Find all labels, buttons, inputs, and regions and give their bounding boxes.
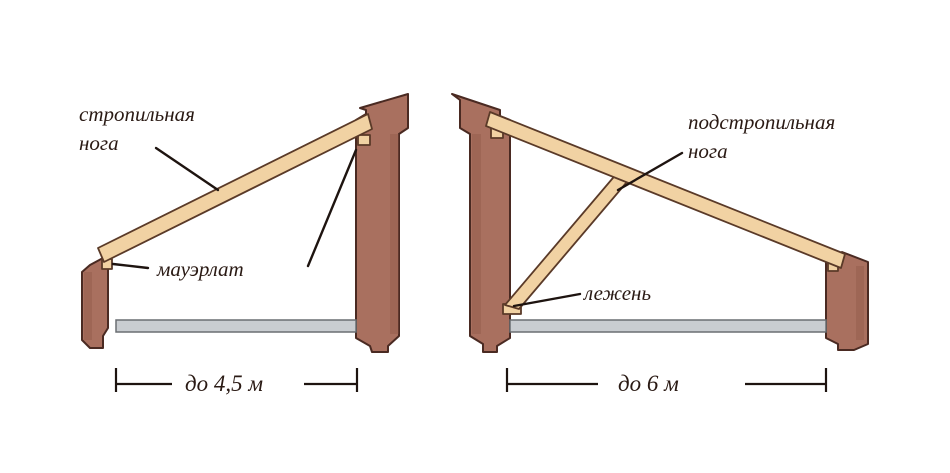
left-floor-slab [115,319,357,333]
label-strut-line1: подстропильная [688,110,835,134]
label-strut-line2: нога [688,139,728,163]
left-rafter [97,113,373,263]
leader-rafter [154,146,220,192]
right-dimension-label: до 6 м [618,371,679,396]
label-rafter-line1: стропильная [79,102,195,126]
leader-sill [512,292,582,308]
right-diagram: подстропильная нога лежень до 6 м [451,93,869,396]
left-diagram: стропильная нога мауэрлат до 4,5 м [79,93,409,396]
label-mauerlat: мауэрлат [156,257,244,281]
leader-mauerlat-low [111,262,150,270]
left-low-wall-shade [84,272,92,340]
right-low-wall-shade [856,266,864,340]
label-rafter-line2: нога [79,131,119,155]
label-sill: лежень [583,281,651,305]
left-dimension-label: до 4,5 м [185,371,263,396]
left-mauerlat-high [357,134,371,146]
right-tall-wall-shade [472,134,481,334]
right-rafter [485,111,846,269]
leader-mauerlat-high [306,148,358,268]
right-low-wall [825,251,869,351]
right-floor-slab [509,319,827,333]
left-tall-wall-shade [390,134,399,334]
leader-strut [616,151,684,192]
